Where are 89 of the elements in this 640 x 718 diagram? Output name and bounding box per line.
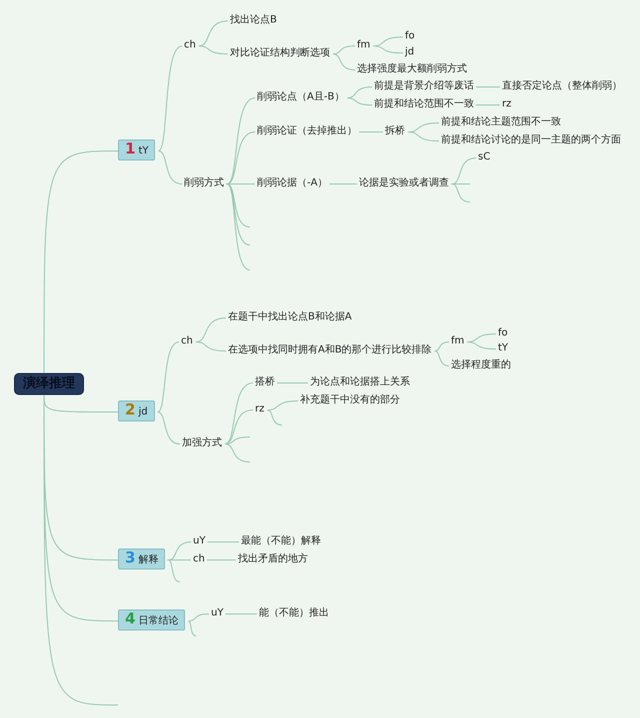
topic-number: 1 bbox=[125, 140, 136, 158]
branch-line bbox=[158, 150, 182, 184]
branch-label: 削弱论证（去掉推出） bbox=[257, 124, 357, 138]
branch-line bbox=[332, 54, 356, 70]
branch-line bbox=[198, 46, 228, 54]
branch-line bbox=[226, 184, 250, 246]
topic-box bbox=[118, 548, 166, 570]
topic-number: 4 bbox=[125, 610, 136, 628]
branch-line bbox=[346, 86, 372, 98]
branch-line bbox=[346, 98, 372, 106]
branch-line bbox=[195, 318, 226, 342]
branch-label: 前提和结论讨论的是同一主题的两个方面 bbox=[441, 134, 621, 146]
branch-label: jd bbox=[405, 46, 414, 58]
branch-line bbox=[226, 132, 256, 184]
branch-label: 找出论点B bbox=[230, 14, 277, 26]
topic-box bbox=[118, 400, 155, 422]
branch-line bbox=[452, 158, 476, 184]
branch-label: 加强方式 bbox=[182, 436, 222, 450]
branch-label: rz bbox=[255, 402, 264, 416]
branch-label: 前提和结论主题范围不一致 bbox=[441, 116, 561, 128]
branch-line bbox=[452, 184, 470, 202]
branch-line bbox=[434, 342, 450, 352]
branch-line bbox=[266, 410, 282, 426]
branch-label: rz bbox=[502, 98, 512, 110]
branch-label: fm bbox=[357, 38, 370, 52]
branch-label: fo bbox=[405, 30, 415, 42]
branch-label: sC bbox=[478, 150, 490, 164]
branch-line bbox=[224, 382, 254, 444]
branch-line bbox=[434, 350, 450, 366]
topic-label: 解释 bbox=[138, 554, 158, 566]
branch-label: 削弱方式 bbox=[184, 176, 224, 190]
branch-line bbox=[408, 132, 440, 142]
branch-line bbox=[226, 98, 256, 184]
branch-line bbox=[224, 444, 250, 462]
branch-line bbox=[157, 412, 180, 444]
topic-label: tY bbox=[138, 146, 148, 156]
branch-label: 削弱论点（A且-B） bbox=[257, 90, 344, 104]
branch-label: 能（不能）推出 bbox=[259, 606, 329, 620]
topic-box bbox=[118, 610, 186, 630]
branch-line bbox=[195, 342, 226, 352]
branch-label: fm bbox=[451, 334, 464, 348]
branch-line bbox=[198, 20, 228, 46]
branch-label: 直接否定论点（整体削弱） bbox=[502, 80, 622, 92]
root-topic-box: 演绎推理 bbox=[14, 373, 84, 395]
branch-line bbox=[372, 46, 404, 54]
branch-label: ch bbox=[193, 552, 205, 566]
topic-box bbox=[118, 140, 156, 160]
branch-label: uY bbox=[193, 534, 206, 548]
branch-label: uY bbox=[211, 606, 224, 620]
branch-line bbox=[226, 184, 250, 228]
branch-label: 选择程度重的 bbox=[451, 358, 511, 372]
branch-label: 前提和结论范围不一致 bbox=[374, 98, 474, 110]
branch-line bbox=[224, 436, 250, 444]
branch-line bbox=[168, 542, 192, 560]
branch-label: 拆桥 bbox=[385, 124, 405, 138]
branch-line bbox=[188, 614, 210, 622]
branch-label: ch bbox=[184, 38, 196, 52]
branch-label: 补充题干中没有的部分 bbox=[300, 394, 400, 406]
branch-line bbox=[476, 104, 500, 106]
topic-number: 2 bbox=[125, 400, 136, 418]
branch-label: ch bbox=[181, 334, 193, 348]
branch-label: 选择强度最大额削弱方式 bbox=[357, 62, 467, 76]
branch-label: 前提是背景介绍等废话 bbox=[374, 80, 474, 92]
topic-number: 3 bbox=[125, 548, 136, 566]
branch-line bbox=[44, 150, 118, 374]
branch-label: 对比论证结构判断选项 bbox=[230, 46, 330, 60]
branch-line bbox=[188, 620, 196, 636]
branch-line bbox=[158, 46, 182, 152]
branch-label: 搭桥 bbox=[255, 376, 275, 388]
branch-label: 找出矛盾的地方 bbox=[238, 552, 308, 566]
branch-line bbox=[466, 342, 496, 350]
branch-line bbox=[157, 342, 180, 412]
branch-label: tY bbox=[498, 342, 508, 354]
branch-label: 为论点和论据搭上关系 bbox=[310, 376, 410, 388]
topic-label: 日常结论 bbox=[138, 616, 178, 626]
branch-line bbox=[266, 400, 298, 410]
branch-line bbox=[332, 46, 356, 54]
branch-label: 在选项中找同时拥有A和B的那个进行比较排除 bbox=[228, 344, 432, 356]
branch-label: 削弱论据（-A） bbox=[257, 176, 328, 190]
branch-label: fo bbox=[498, 326, 508, 340]
branch-label: 在题干中找出论点B和论据A bbox=[228, 310, 352, 324]
branch-label: 论据是实验或者调查 bbox=[359, 176, 449, 190]
branch-line bbox=[226, 184, 250, 270]
topic-label: jd bbox=[138, 406, 148, 418]
branch-label: 最能（不能）解释 bbox=[241, 534, 321, 548]
branch-line bbox=[476, 86, 500, 88]
branch-line bbox=[224, 410, 254, 444]
branch-line bbox=[276, 382, 308, 384]
branch-line bbox=[168, 560, 180, 582]
